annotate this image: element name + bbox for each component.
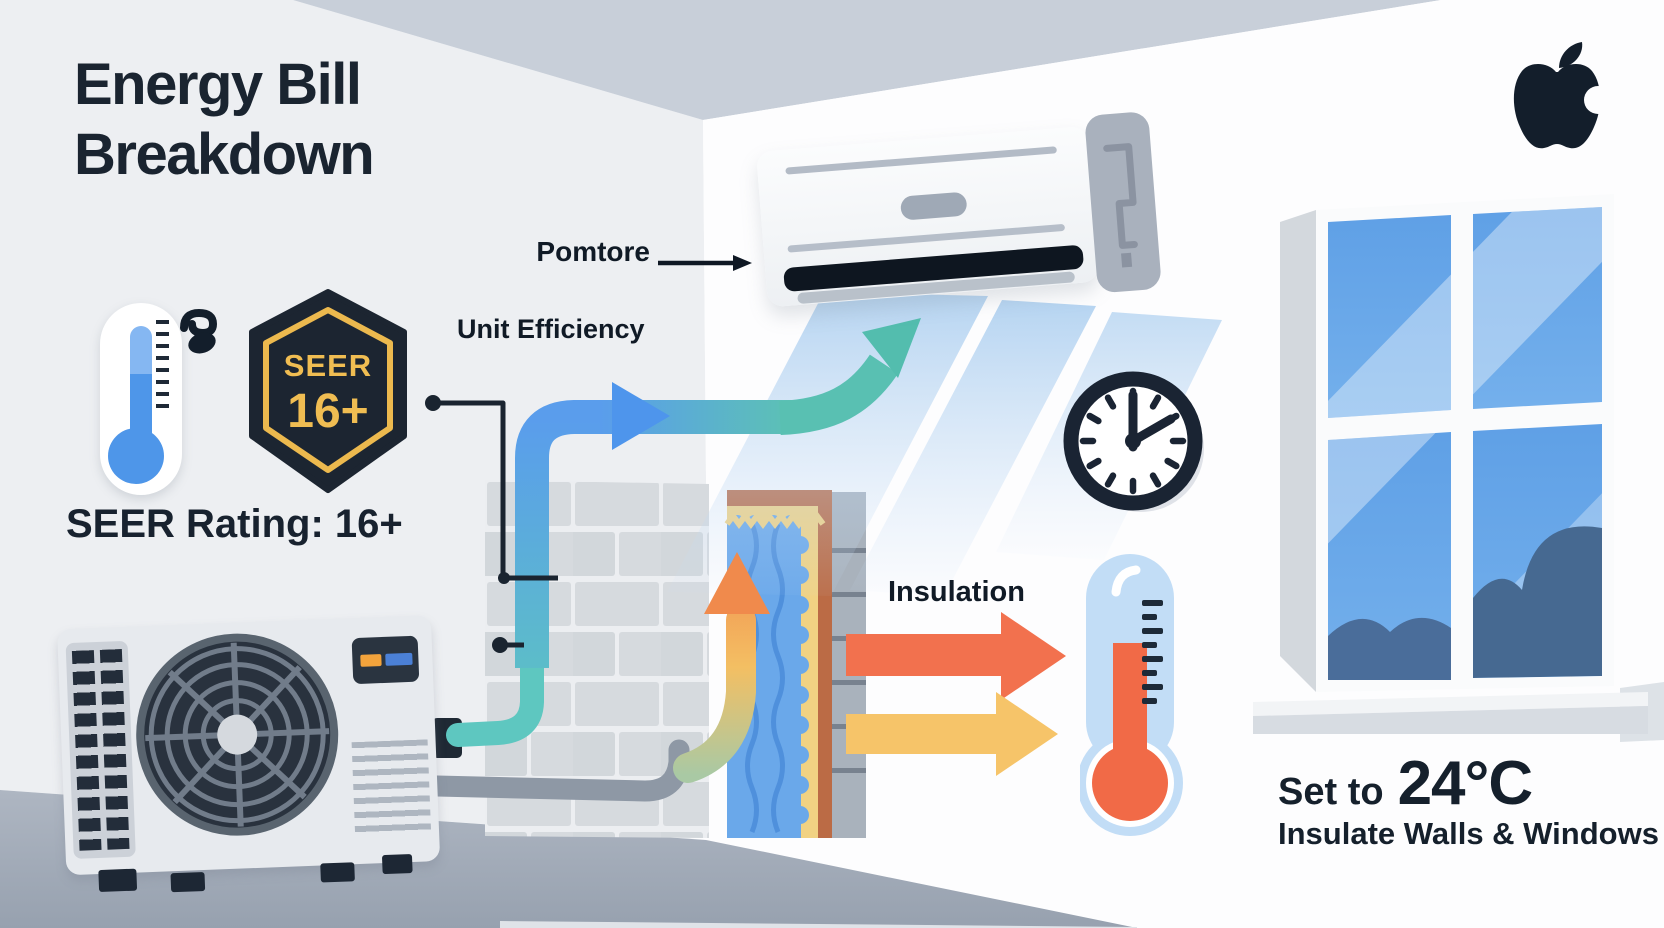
clock-icon [1063, 371, 1204, 512]
window-reflections-clouds [1328, 207, 1602, 680]
airflow-arrow [432, 318, 921, 758]
ac-bracket-detail [1103, 143, 1138, 268]
thermostat-setting: Set to 24°C [1278, 748, 1534, 819]
window-illustration [1280, 194, 1614, 692]
unit-efficiency-label: Unit Efficiency [457, 314, 645, 344]
set-to-text: Set to [1278, 771, 1384, 813]
brand-callout-label: Pomtore [536, 236, 650, 267]
ac-indoor-unit [755, 110, 1167, 332]
insulate-advice: Insulate Walls & Windows [1278, 816, 1659, 851]
title-line-1: Energy Bill [74, 52, 362, 117]
blue-arrowhead [612, 382, 670, 450]
heat-loss-arrows [846, 612, 1066, 776]
temperature-value: 24°C [1397, 749, 1534, 818]
thermometer-cold-icon [96, 300, 226, 500]
insulation-label: Insulation [888, 576, 1025, 608]
seer-rating-caption: SEER Rating: 16+ [66, 502, 403, 546]
seer-connector-lines [425, 395, 558, 653]
seer-badge-value: 16+ [287, 385, 369, 438]
window-sill [1253, 682, 1664, 742]
condenser-fan [136, 633, 339, 836]
page-title: Energy Bill Breakdown [74, 50, 375, 190]
seer-badge: SEER 16+ [245, 288, 411, 494]
condenser-vent-lines [351, 739, 432, 837]
condenser-side-vents [65, 640, 136, 859]
thermometer-hot-icon [1080, 554, 1183, 836]
apple-logo-icon [1513, 42, 1608, 149]
ac-outdoor-unit [57, 603, 452, 908]
title-line-2: Breakdown [74, 122, 375, 187]
teal-arrowhead [862, 318, 921, 378]
ac-side-bracket [1084, 110, 1162, 294]
condenser-blue-indicator [385, 652, 413, 666]
condenser-orange-indicator [360, 654, 382, 667]
pomtore-arrow [658, 255, 752, 271]
insulation-heat-arrow [673, 552, 770, 783]
seer-badge-label: SEER [283, 348, 373, 383]
seer-badge-shield [249, 289, 407, 493]
eco-glyph-icon [180, 308, 218, 354]
